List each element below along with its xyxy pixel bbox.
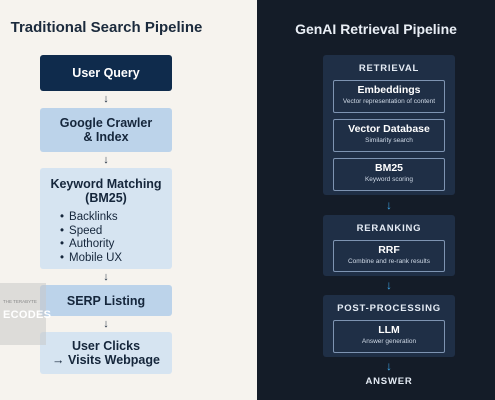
keyword-matching-label: Keyword Matching (BM25)	[50, 177, 162, 205]
watermark-logo: THE TERABYTE ECODES	[0, 283, 51, 345]
llm-box: LLM Answer generation	[333, 320, 445, 353]
user-query-box: User Query	[40, 55, 172, 91]
traditional-pipeline-panel: Traditional Search Pipeline User Query ↓…	[0, 0, 257, 400]
answer-label: ANSWER	[365, 376, 413, 387]
bm25-subtitle: Keyword scoring	[364, 176, 414, 183]
bm25-title: BM25	[374, 162, 403, 174]
post-processing-group: POST-PROCESSING LLM Answer generation	[323, 295, 455, 357]
arrow-down-icon: ↓	[386, 278, 392, 292]
serp-listing-label: SERP Listing	[66, 293, 146, 308]
watermark-small-text: THE TERABYTE	[3, 299, 37, 304]
arrow-down-icon: ↓	[103, 318, 109, 330]
rrf-title: RRF	[378, 244, 400, 256]
ranking-factor: Speed	[60, 225, 122, 239]
vector-database-box: Vector Database Similarity search	[333, 119, 445, 152]
embeddings-subtitle: Vector representation of content	[342, 98, 436, 105]
arrow-down-icon: ↓	[386, 359, 392, 373]
llm-subtitle: Answer generation	[361, 338, 417, 345]
vector-database-subtitle: Similarity search	[365, 137, 413, 144]
user-clicks-label: User Clicks → Visits Webpage	[52, 339, 160, 367]
arrow-down-icon: ↓	[103, 271, 109, 283]
rrf-subtitle: Combine and re-rank results	[347, 258, 430, 265]
embeddings-box: Embeddings Vector representation of cont…	[333, 80, 445, 113]
serp-listing-box: SERP Listing	[40, 285, 172, 316]
vector-database-title: Vector Database	[348, 123, 430, 135]
watermark-big-text: ECODES	[3, 309, 52, 321]
ranking-factor: Mobile UX	[60, 252, 122, 266]
ranking-factors-list: Backlinks Speed Authority Mobile UX	[40, 211, 122, 265]
arrow-down-icon: ↓	[386, 198, 392, 212]
ranking-factor: Backlinks	[60, 211, 122, 225]
bm25-box: BM25 Keyword scoring	[333, 158, 445, 191]
genai-pipeline-panel: GenAI Retrieval Pipeline RETRIEVAL Embed…	[257, 0, 495, 400]
traditional-pipeline-title: Traditional Search Pipeline	[10, 19, 203, 36]
user-query-label: User Query	[72, 66, 140, 80]
arrow-down-icon: ↓	[103, 154, 109, 166]
rrf-box: RRF Combine and re-rank results	[333, 240, 445, 272]
llm-title: LLM	[378, 324, 400, 336]
embeddings-title: Embeddings	[357, 84, 421, 96]
retrieval-label: RETRIEVAL	[358, 63, 420, 74]
keyword-matching-box: Keyword Matching (BM25) Backlinks Speed …	[40, 168, 172, 269]
reranking-group: RERANKING RRF Combine and re-rank result…	[323, 215, 455, 276]
user-clicks-box: User Clicks → Visits Webpage	[40, 332, 172, 374]
reranking-label: RERANKING	[356, 223, 422, 234]
post-processing-label: POST-PROCESSING	[337, 303, 441, 314]
ranking-factor: Authority	[60, 238, 122, 252]
retrieval-group: RETRIEVAL Embeddings Vector representati…	[323, 55, 455, 195]
crawler-index-label: Google Crawler & Index	[59, 116, 153, 144]
arrow-down-icon: ↓	[103, 93, 109, 105]
crawler-index-box: Google Crawler & Index	[40, 108, 172, 152]
genai-pipeline-title: GenAI Retrieval Pipeline	[295, 21, 457, 37]
